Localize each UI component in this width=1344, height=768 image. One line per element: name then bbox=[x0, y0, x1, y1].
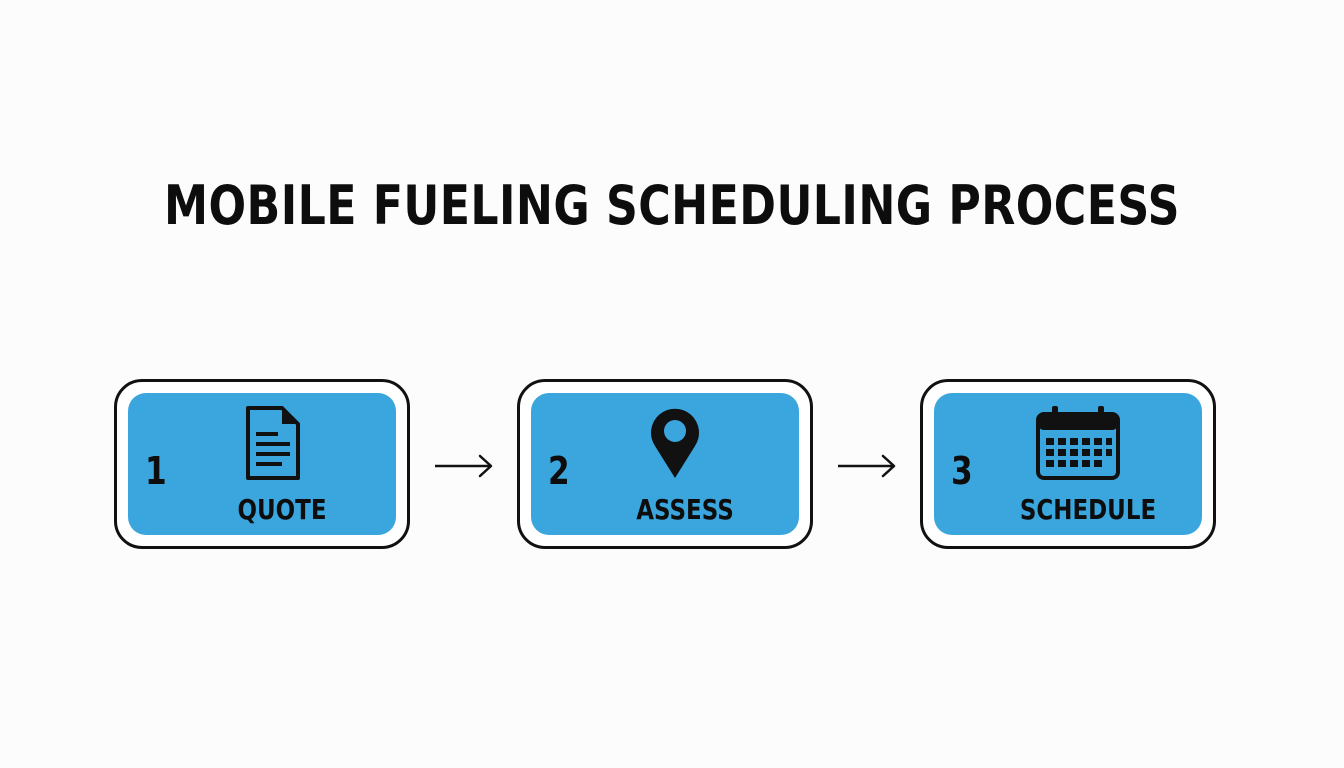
step-assess: 2 ASSESS bbox=[517, 379, 813, 549]
step-quote: 1 QUOTE bbox=[114, 379, 410, 549]
step-number: 1 bbox=[145, 449, 167, 493]
location-pin-icon bbox=[641, 404, 709, 482]
arrow-right-icon bbox=[836, 451, 898, 481]
document-icon bbox=[238, 404, 306, 482]
step-label: ASSESS bbox=[636, 493, 734, 526]
step-number: 2 bbox=[548, 449, 570, 493]
step-panel: 1 QUOTE bbox=[128, 393, 396, 535]
calendar-icon bbox=[1034, 404, 1122, 482]
step-panel: 3 SCHEDULE bbox=[934, 393, 1202, 535]
step-label: QUOTE bbox=[237, 493, 327, 526]
step-panel: 2 ASSESS bbox=[531, 393, 799, 535]
step-number: 3 bbox=[951, 449, 973, 493]
step-label: SCHEDULE bbox=[1019, 493, 1157, 526]
diagram-title: MOBILE FUELING SCHEDULING PROCESS bbox=[164, 174, 1180, 237]
step-schedule: 3 SCHEDULE bbox=[920, 379, 1216, 549]
arrow-right-icon bbox=[433, 451, 495, 481]
